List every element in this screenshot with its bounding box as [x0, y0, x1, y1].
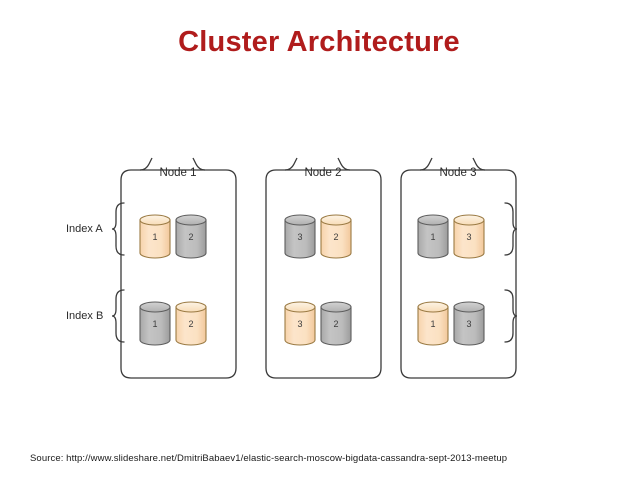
node-container-node-3[interactable]: Node 3 — [400, 157, 517, 379]
shard-number: 3 — [466, 319, 471, 329]
shard-number: 1 — [430, 319, 435, 329]
node-label: Node 1 — [159, 167, 196, 179]
index-a-bracket-right — [504, 202, 518, 256]
shard-number: 2 — [188, 232, 193, 242]
shard-number: 1 — [152, 319, 157, 329]
shard-cylinder[interactable]: 2 — [320, 214, 352, 259]
shard-cylinder[interactable]: 1 — [417, 301, 449, 346]
shard-cylinder[interactable]: 2 — [320, 301, 352, 346]
cluster-architecture-diagram: Node 1 Node 2 Node 3 Index A Index B — [66, 157, 518, 379]
node-label: Node 3 — [439, 167, 476, 179]
shard-cylinder[interactable]: 3 — [284, 214, 316, 259]
shard-cylinder[interactable]: 3 — [453, 301, 485, 346]
shard-number: 1 — [430, 232, 435, 242]
shard-number: 1 — [152, 232, 157, 242]
index-a-bracket-left — [111, 202, 125, 256]
shard-cylinder[interactable]: 2 — [175, 214, 207, 259]
page-title: Cluster Architecture — [178, 26, 460, 58]
index-label-a: Index A — [66, 223, 103, 235]
shard-number: 2 — [333, 232, 338, 242]
shard-cylinder[interactable]: 2 — [175, 301, 207, 346]
node-container-node-1[interactable]: Node 1 — [120, 157, 237, 379]
shard-number: 3 — [297, 232, 302, 242]
shard-cylinder[interactable]: 1 — [417, 214, 449, 259]
index-label-b: Index B — [66, 310, 103, 322]
shard-cylinder[interactable]: 3 — [284, 301, 316, 346]
shard-cylinder[interactable]: 3 — [453, 214, 485, 259]
shard-number: 2 — [333, 319, 338, 329]
shard-number: 3 — [466, 232, 471, 242]
source-citation: Source: http://www.slideshare.net/Dmitri… — [30, 453, 508, 464]
shard-number: 3 — [297, 319, 302, 329]
shard-cylinder[interactable]: 1 — [139, 301, 171, 346]
index-b-bracket-right — [504, 289, 518, 343]
shard-cylinder[interactable]: 1 — [139, 214, 171, 259]
shard-number: 2 — [188, 319, 193, 329]
index-b-bracket-left — [111, 289, 125, 343]
node-label: Node 2 — [304, 167, 341, 179]
node-container-node-2[interactable]: Node 2 — [265, 157, 382, 379]
